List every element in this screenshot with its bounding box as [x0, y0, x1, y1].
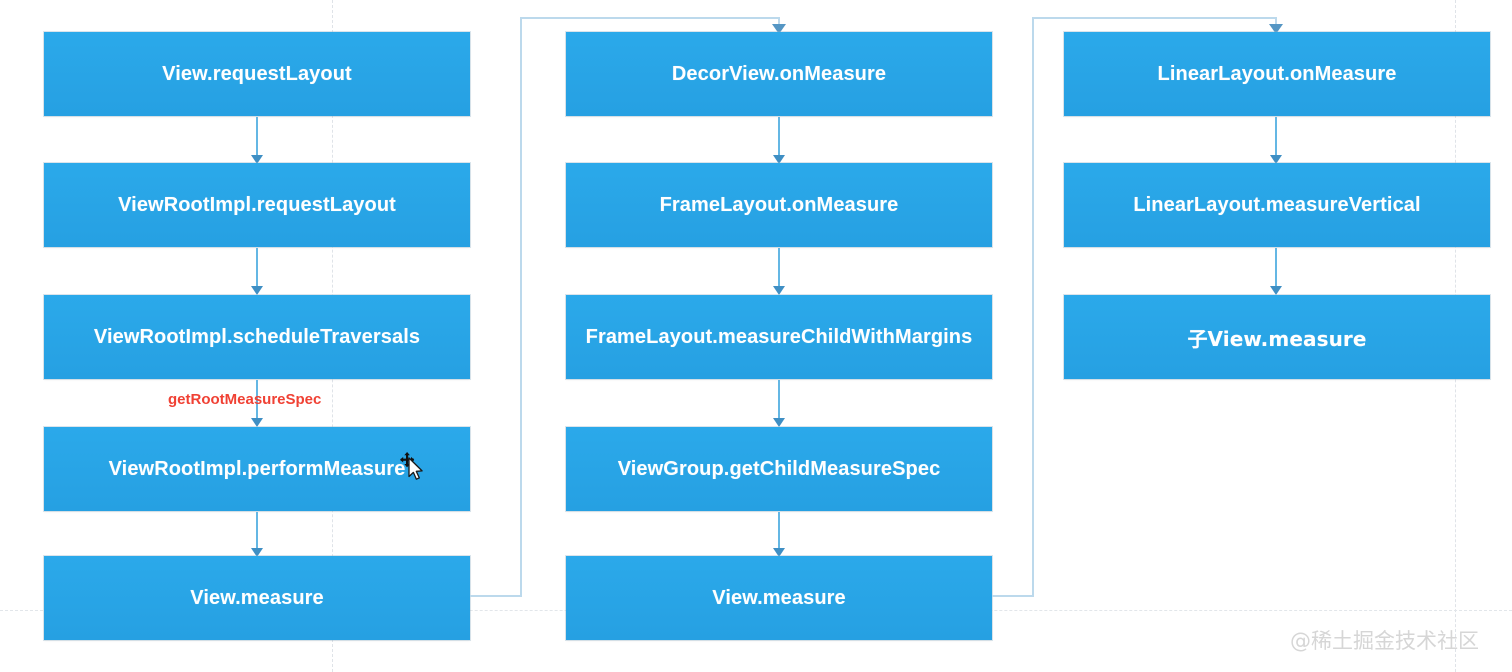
connector-c1-to-c2-horizontal-bottom — [470, 595, 522, 597]
arrow-c2-2to3 — [773, 248, 785, 295]
node-view-measure-col2[interactable]: View.measure — [566, 556, 992, 640]
watermark-text: @稀土掘金技术社区 — [1290, 629, 1479, 653]
node-view-measure-col1[interactable]: View.measure — [44, 556, 470, 640]
connector-c1-to-c2-horizontal-top — [520, 17, 780, 19]
arrow-c3-1to2 — [1270, 117, 1282, 164]
node-viewrootimpl-requestlayout[interactable]: ViewRootImpl.requestLayout — [44, 163, 470, 247]
connector-c1-to-c2-drop — [778, 17, 780, 29]
connector-c2-to-c3-horizontal-bottom — [992, 595, 1034, 597]
connector-c2-to-c3-horizontal-top — [1032, 17, 1277, 19]
arrow-c1-2to3 — [251, 248, 263, 295]
connector-c2-to-c3-vertical — [1032, 17, 1034, 597]
arrow-c2-4to5 — [773, 512, 785, 557]
arrow-c2-1to2 — [773, 117, 785, 164]
connector-c2-to-c3-drop — [1275, 17, 1277, 29]
connector-c1-to-c2-vertical — [520, 17, 522, 597]
node-view-requestlayout[interactable]: View.requestLayout — [44, 32, 470, 116]
connector-c2-to-c3-arrowhead — [1269, 24, 1283, 34]
node-linearlayout-measurevertical[interactable]: LinearLayout.measureVertical — [1064, 163, 1490, 247]
connector-c1-to-c2-arrowhead — [772, 24, 786, 34]
node-viewgroup-getchildmeasurespec[interactable]: ViewGroup.getChildMeasureSpec — [566, 427, 992, 511]
node-decorview-onmeasure[interactable]: DecorView.onMeasure — [566, 32, 992, 116]
edge-label-getrootmeasurespec: getRootMeasureSpec — [168, 391, 322, 408]
node-viewrootimpl-scheduletraversals[interactable]: ViewRootImpl.scheduleTraversals — [44, 295, 470, 379]
arrow-c1-3to4 — [251, 380, 263, 427]
node-viewrootimpl-performmeasure[interactable]: ViewRootImpl.performMeasure — [44, 427, 470, 511]
node-framelayout-measurechildwithmargins[interactable]: FrameLayout.measureChildWithMargins — [566, 295, 992, 379]
arrow-c2-3to4 — [773, 380, 785, 427]
arrow-c3-2to3 — [1270, 248, 1282, 295]
arrow-c1-1to2 — [251, 117, 263, 164]
node-child-view-measure[interactable]: 子View.measure — [1064, 295, 1490, 379]
arrow-c1-4to5 — [251, 512, 263, 557]
node-linearlayout-onmeasure[interactable]: LinearLayout.onMeasure — [1064, 32, 1490, 116]
node-framelayout-onmeasure[interactable]: FrameLayout.onMeasure — [566, 163, 992, 247]
